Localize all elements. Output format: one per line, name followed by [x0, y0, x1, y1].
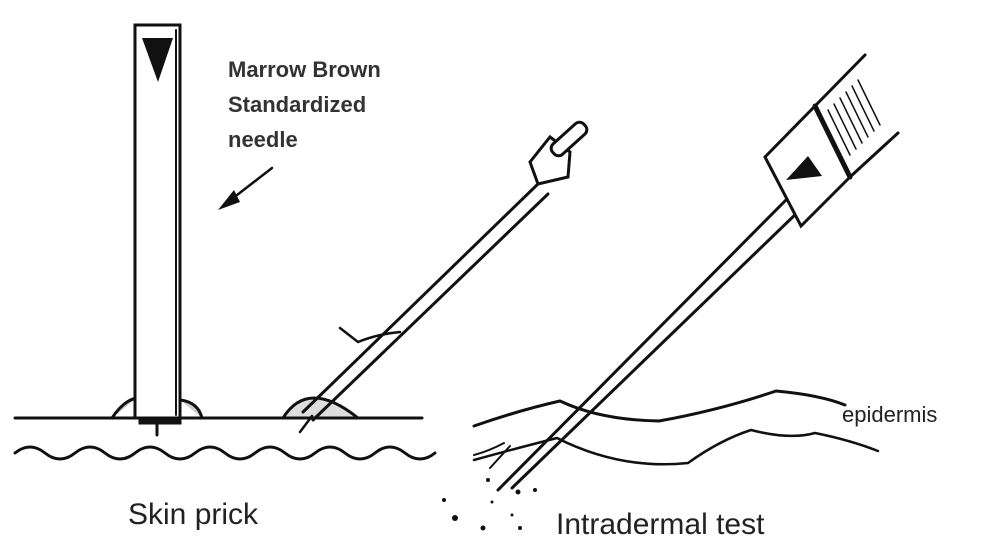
- injected-droplets: [442, 478, 537, 531]
- needle-down-arrow-icon: [142, 38, 173, 82]
- wheal-lancet: [280, 396, 363, 420]
- needle-label-line: Standardized: [228, 92, 367, 117]
- needle-tip: [138, 416, 182, 437]
- needle-label-line: needle: [228, 127, 298, 152]
- intradermal-syringe: [473, 53, 900, 492]
- epidermis-lower-line: [472, 428, 880, 466]
- dermis-wavy-line: [13, 445, 437, 461]
- epidermis-label: epidermis: [842, 402, 938, 427]
- needle-label-line: Marrow Brown: [228, 57, 381, 82]
- skin-prick-caption: Skin prick: [128, 498, 259, 531]
- epidermis-upper-line: [472, 389, 847, 428]
- lancet-needle: [298, 120, 589, 434]
- label-pointer-arrow-icon: [218, 190, 240, 210]
- needle-label: Marrow Brown Standardized needle: [228, 52, 381, 157]
- standardized-needle-body: [133, 23, 182, 420]
- intradermal-test-caption: Intradermal test: [556, 508, 765, 541]
